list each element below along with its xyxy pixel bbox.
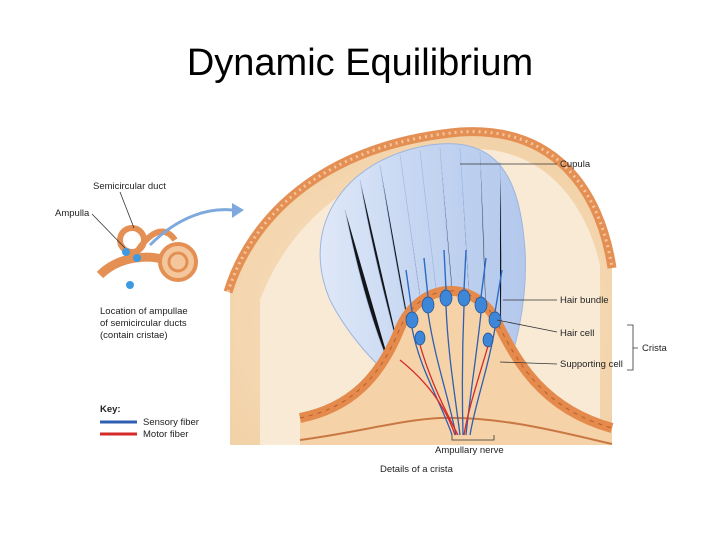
nerve-fibers (399, 305, 496, 436)
key-title: Key: (100, 404, 121, 415)
hair-cells (405, 249, 503, 348)
semicircular-duct-label: Semicircular duct (93, 181, 166, 192)
ampulla-label: Ampulla (55, 208, 90, 219)
motor-fiber-label: Motor fiber (143, 429, 188, 440)
key-legend: Key: Sensory fiber Motor fiber (100, 404, 199, 440)
hair-cell-label: Hair cell (560, 328, 594, 339)
sensory-fiber-label: Sensory fiber (143, 417, 199, 428)
hair-bundle-label: Hair bundle (560, 295, 609, 306)
inset-caption-line1: Location of ampullae (100, 306, 188, 317)
inset-caption-line2: of semicircular ducts (100, 318, 187, 329)
inset-caption-line3: (contain cristae) (100, 330, 168, 341)
crista-epithelium (298, 285, 614, 445)
supporting-cell-label: Supporting cell (560, 359, 623, 370)
inset-inner-ear (96, 203, 244, 289)
cupula-label: Cupula (560, 159, 591, 170)
crista-label: Crista (642, 343, 668, 354)
slide-title: Dynamic Equilibrium (186, 42, 534, 84)
crista-caption: Details of a crista (380, 464, 454, 475)
ampullary-nerve-label: Ampullary nerve (435, 445, 504, 456)
